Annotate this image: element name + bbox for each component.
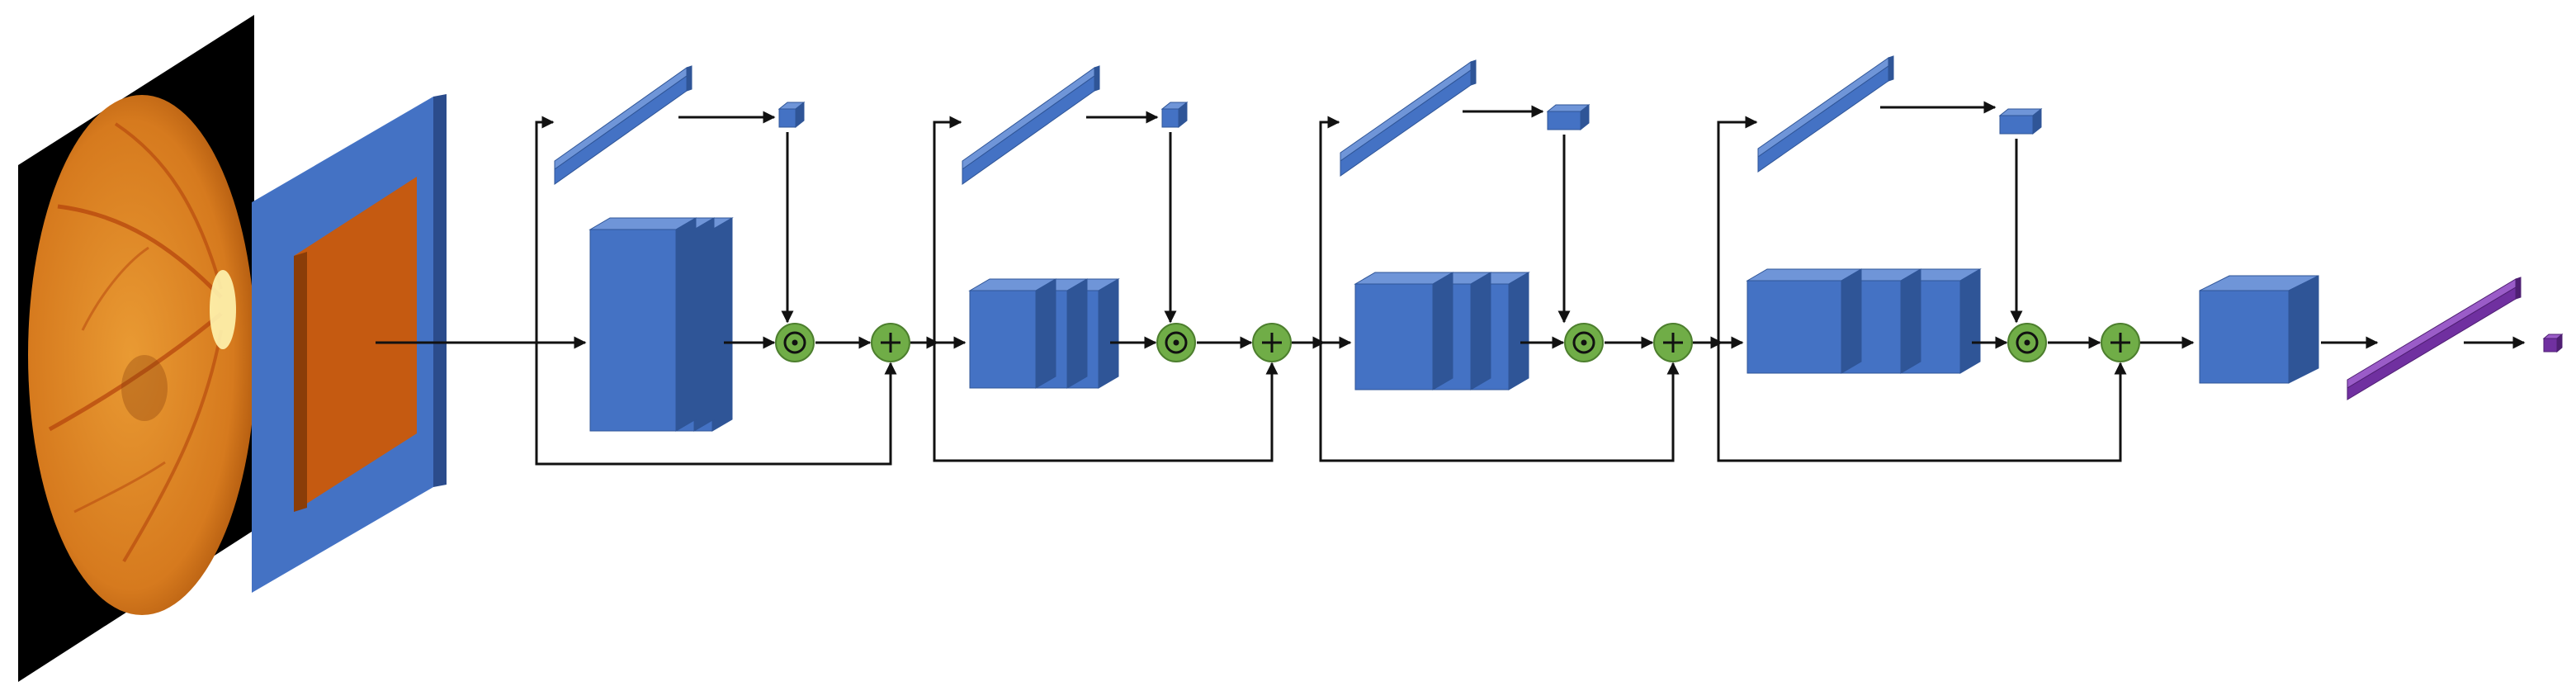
add-operator [871, 323, 910, 362]
attention-weights [1998, 107, 2043, 135]
macula [121, 355, 168, 421]
stem-kernel-front [294, 177, 417, 512]
multiply-operator-ring [1572, 331, 1595, 354]
fundus-vessel [73, 461, 166, 514]
final-feature-block [2199, 275, 2319, 384]
attention-vector-front [1340, 69, 1472, 177]
branch-up-arrow [933, 116, 962, 343]
add-operator [1252, 323, 1292, 362]
attention-vector [1340, 59, 1477, 177]
attention-vector-top [554, 67, 688, 170]
conv-slice-2-side [693, 217, 715, 432]
operators [775, 323, 2140, 362]
multiply-operator-dot [1581, 339, 1587, 346]
prediction-output-front [2543, 338, 2558, 353]
fc-vector-top [2347, 278, 2517, 389]
conv-slice-3-side [711, 217, 733, 432]
conv-slice-1-front [1746, 280, 1842, 374]
stage-1 [554, 65, 806, 432]
conv-slice-1 [588, 217, 697, 432]
input-fundus-image [18, 15, 256, 682]
output-head [2199, 275, 2564, 400]
fundus-vessel [48, 312, 223, 432]
attention-weights-front [1999, 115, 2034, 135]
conv-slice-1 [1354, 272, 1454, 390]
multiply-operator [775, 323, 815, 362]
conv-slice-2-side [1900, 268, 1921, 374]
multiply-operator-dot [2024, 339, 2030, 346]
stage-2 [962, 65, 1189, 389]
conv-slice-1 [1746, 268, 1863, 374]
stage-3 [1340, 59, 1591, 390]
attention-vector-end [1888, 55, 1894, 82]
attention-vector-end [1094, 65, 1100, 92]
attention-weights-front [1161, 108, 1179, 128]
conv-slice-1-side [675, 217, 697, 432]
branch-up-arrow [1717, 116, 1758, 343]
conv-slice-1-front [1354, 283, 1434, 390]
conv-slice-1-front [969, 290, 1037, 389]
multiply-operator-dot [1173, 339, 1179, 346]
multiply-operator-ring [1165, 331, 1188, 354]
multiply-operator-ring [783, 331, 806, 354]
attention-weights [778, 101, 806, 129]
attention-weights-front [1547, 111, 1581, 130]
final-feature-block-front [2199, 290, 2290, 384]
attention-vector [1757, 55, 1894, 173]
connection-arrows [376, 101, 2526, 466]
stem-kernel-side [294, 252, 307, 512]
conv-slice-2-side [1470, 272, 1491, 390]
conv-slice-2-side [1066, 278, 1088, 389]
branch-up-arrow [1319, 116, 1340, 343]
fundus-vessel [57, 204, 223, 299]
attention-vector-top [962, 67, 1095, 170]
conv-slice-1-side [1035, 278, 1056, 389]
stem-plate-side [433, 94, 447, 487]
attention-vector-front [554, 75, 688, 185]
fundus-disc-area [28, 95, 256, 615]
conv-slice-1-side [1841, 268, 1862, 374]
residual-attention-stages [554, 55, 2043, 432]
add-operator [2101, 323, 2140, 362]
skip-connection-arrow [535, 343, 897, 466]
fundus-vessel [81, 246, 149, 331]
conv-slice-1-side [1432, 272, 1453, 390]
attention-vector-front [962, 75, 1095, 185]
attention-vector-top [1757, 57, 1889, 158]
conv-slice-1 [968, 278, 1057, 389]
skip-connection-arrow [1319, 343, 1680, 462]
conv-slice-3-side [1959, 268, 1981, 374]
multiply-operator [1156, 323, 1196, 362]
attention-vector-end [1470, 59, 1477, 86]
skip-connection-arrow [1717, 343, 2127, 462]
multiply-operator-dot [792, 339, 798, 346]
stem-conv-layer [252, 94, 447, 593]
fundus-vessel [114, 122, 223, 290]
attention-vector [554, 65, 692, 185]
multiply-operator [2007, 323, 2047, 362]
attention-vector-end [686, 65, 692, 92]
attention-weights-front [778, 108, 796, 128]
conv-slice-1-front [589, 229, 677, 432]
optic-disc [210, 270, 236, 349]
add-operator [1653, 323, 1693, 362]
fc-vector-end [2515, 277, 2522, 300]
conv-slice-3-side [1508, 272, 1529, 390]
attention-vector-top [1340, 61, 1472, 162]
multiply-operator [1564, 323, 1604, 362]
attention-weights [1546, 103, 1591, 131]
stage-4 [1746, 55, 2043, 374]
final-feature-block-side [2288, 275, 2319, 384]
multiply-operator-ring [2016, 331, 2039, 354]
conv-slice-3-side [1098, 278, 1119, 389]
fc-vector [2347, 277, 2522, 400]
attention-vector [962, 65, 1100, 185]
prediction-output [2542, 333, 2564, 353]
branch-up-arrow [535, 116, 555, 343]
fundus-vessel [122, 329, 223, 563]
attention-weights [1160, 101, 1189, 129]
skip-connection-arrow [933, 343, 1279, 462]
attention-vector-front [1757, 65, 1889, 173]
